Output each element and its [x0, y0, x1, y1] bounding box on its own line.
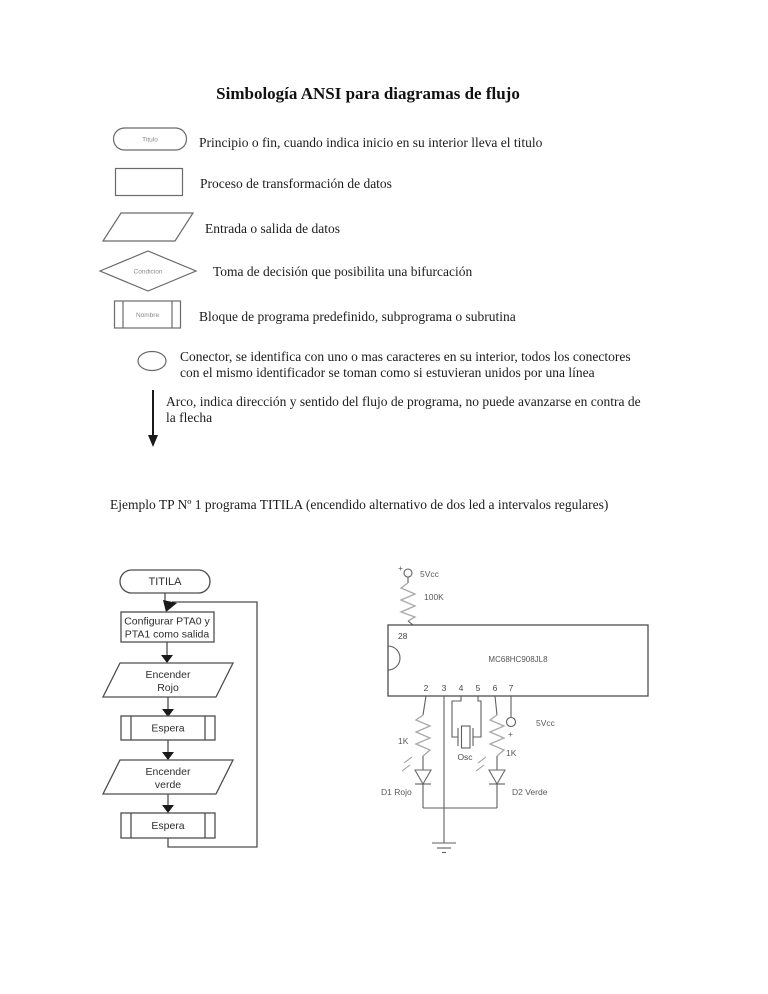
led-d2-triangle: [488, 769, 506, 786]
terminator-symbol-label: Titulo: [142, 137, 158, 144]
pin6-label: 6: [493, 683, 498, 693]
wire-pin5-osc: [473, 696, 482, 738]
osc-crystal-body: [460, 725, 471, 749]
ic-body: [387, 624, 649, 697]
flowchart-io2-line1: Encender: [146, 766, 191, 778]
terminator-shape: [112, 127, 188, 151]
process-shape: [114, 167, 184, 197]
legend-desc-decision: Toma de decisión que posibilita una bifu…: [213, 264, 473, 279]
resistor-100k: [399, 582, 417, 622]
page-title: Simbología ANSI para diagramas de flujo: [216, 84, 520, 103]
wire-pin6: [494, 695, 498, 716]
flowchart-sub2-block: [120, 812, 216, 839]
flowchart-io2-block: [101, 759, 235, 795]
input-output-symbol: [101, 212, 195, 242]
flowchart-arrowhead-2: [161, 655, 173, 663]
flowchart-process-line1: Configurar PTA0 y: [124, 616, 210, 628]
pin7-label: 7: [509, 683, 514, 693]
flowchart: TITILA Configurar PTA0 y PTA1 como salid…: [101, 569, 258, 848]
vcc-top-terminal: [403, 568, 413, 578]
led-d2-ray2: [475, 764, 485, 772]
flowchart-io1-line1: Encender: [146, 669, 191, 681]
pin3-label: 3: [442, 683, 447, 693]
resistor-1k-left: [414, 714, 432, 757]
decision-shape: [98, 250, 198, 292]
connector-desc-line2: con el mismo identificador se toman como…: [180, 365, 595, 380]
pin5-label: 5: [476, 683, 481, 693]
resistor-1k-left-label: 1K: [398, 736, 409, 746]
flowchart-io1-line2: Rojo: [157, 682, 179, 694]
flowchart-arrowhead-5: [162, 805, 174, 813]
wire-pin4-osc: [451, 696, 462, 738]
resistor-1k-right-label: 1K: [506, 748, 517, 758]
terminator-symbol: Titulo: [112, 127, 188, 151]
led-d1-ray1: [403, 756, 413, 764]
flowchart-io1-block: [101, 662, 235, 698]
decision-symbol-label: Condicion: [134, 269, 163, 276]
vcc-right-terminal: [505, 716, 517, 728]
flow-arrow-head: [148, 435, 158, 447]
wire-resistor-to-pin28: [407, 620, 414, 626]
flowchart-start-label: TITILA: [148, 576, 182, 588]
plus-top-symbol: +: [398, 563, 403, 573]
pin28-label: 28: [398, 631, 408, 641]
legend-desc-flow-arrow: Arco, indica dirección y sentido del flu…: [166, 394, 641, 426]
vcc-right-label: 5Vcc: [536, 718, 556, 728]
flowchart-process-block: [120, 611, 215, 643]
legend-desc-terminator: Principio o fin, cuando indica inicio en…: [199, 135, 543, 150]
flow-arrow-desc-line2: la flecha: [166, 410, 213, 425]
d2-label: D2 Verde: [512, 787, 548, 797]
flowchart-loop-line: [167, 601, 258, 848]
resistor-100k-label: 100K: [424, 592, 444, 602]
predefined-shape: [113, 300, 182, 329]
decision-symbol: Condicion: [98, 250, 198, 292]
pin2-label: 2: [424, 683, 429, 693]
plus-right-symbol: +: [508, 729, 513, 739]
d1-label: D1 Rojo: [381, 787, 412, 797]
led-d1-triangle: [414, 769, 432, 786]
pin4-label: 4: [459, 683, 464, 693]
legend-desc-process: Proceso de transformación de datos: [200, 176, 392, 191]
example-caption: Ejemplo TP Nº 1 programa TITILA (encendi…: [110, 497, 609, 512]
flowchart-sub1-label: Espera: [151, 723, 184, 735]
resistor-1k-right: [488, 714, 506, 757]
connector-symbol: [137, 350, 167, 372]
legend-desc-input-output: Entrada o salida de datos: [205, 221, 340, 236]
wire-pin2: [422, 695, 427, 716]
flowchart-arrowhead-1: [163, 600, 177, 612]
flowchart-sub2-label: Espera: [151, 820, 184, 832]
input-output-shape: [101, 212, 195, 242]
legend-desc-predefined: Bloque de programa predefinido, subprogr…: [199, 309, 516, 324]
predefined-symbol-label: Nombre: [136, 312, 160, 319]
flow-arrow-desc-line1: Arco, indica dirección y sentido del flu…: [166, 394, 641, 409]
flowchart-io2-line2: verde: [155, 779, 181, 791]
connector-desc-line1: Conector, se identifica con uno o mas ca…: [180, 349, 631, 364]
flowchart-arrowhead-3: [162, 709, 174, 717]
circuit-diagram: + 5Vcc 100K 28 MC68HC908JL8 2 3 4 5 6 7 …: [381, 563, 649, 854]
flowchart-process-line2: PTA1 como salida: [125, 629, 210, 641]
flowchart-arrowhead-4: [162, 752, 174, 760]
predefined-process-symbol: Nombre: [113, 300, 182, 329]
osc-label: Osc: [457, 752, 473, 762]
legend-desc-connector: Conector, se identifica con uno o mas ca…: [180, 349, 631, 381]
ic-notch: [387, 645, 401, 671]
connector-shape: [137, 350, 167, 372]
led-d2-ray1: [477, 756, 487, 764]
led-d1-ray2: [401, 764, 411, 772]
process-symbol: [114, 167, 184, 197]
flow-arrow-symbol: [148, 390, 158, 447]
vcc-top-label: 5Vcc: [420, 569, 440, 579]
ic-label: MC68HC908JL8: [488, 655, 548, 664]
